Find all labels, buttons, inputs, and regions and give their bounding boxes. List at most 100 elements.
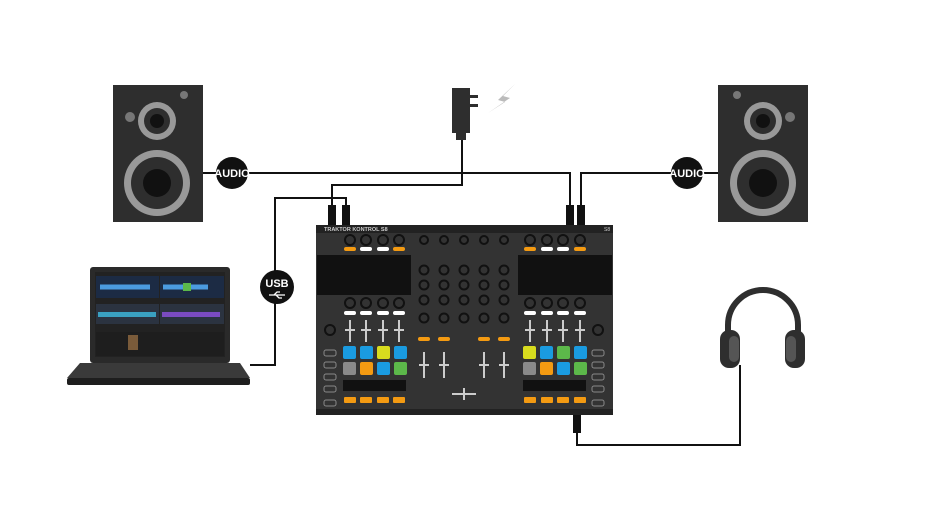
fader[interactable] (378, 320, 388, 342)
fader[interactable] (394, 320, 404, 342)
button[interactable] (377, 397, 389, 403)
mixer-knob[interactable] (478, 312, 490, 324)
pad[interactable] (343, 346, 356, 359)
knob[interactable] (557, 234, 569, 246)
button[interactable] (393, 311, 405, 315)
button[interactable] (541, 397, 553, 403)
pad[interactable] (574, 362, 587, 375)
button[interactable] (574, 397, 586, 403)
pad[interactable] (343, 362, 356, 375)
mixer-knob[interactable] (478, 279, 490, 291)
crossfader[interactable] (452, 388, 476, 400)
mixer-knob[interactable] (498, 264, 510, 276)
knob[interactable] (377, 234, 389, 246)
mixer-knob[interactable] (498, 294, 510, 306)
button[interactable] (393, 397, 405, 403)
pad[interactable] (574, 346, 587, 359)
fader[interactable] (361, 320, 371, 342)
pad[interactable] (523, 362, 536, 375)
mixer-knob[interactable] (458, 312, 470, 324)
button[interactable] (344, 397, 356, 403)
pad[interactable] (360, 346, 373, 359)
side-button[interactable] (591, 385, 605, 393)
knob[interactable] (574, 234, 586, 246)
knob[interactable] (439, 235, 449, 245)
mixer-knob[interactable] (438, 279, 450, 291)
knob[interactable] (574, 297, 586, 309)
button[interactable] (478, 337, 490, 341)
knob[interactable] (419, 235, 429, 245)
side-button[interactable] (323, 349, 337, 357)
button[interactable] (360, 311, 372, 315)
fader[interactable] (345, 320, 355, 342)
pad[interactable] (360, 362, 373, 375)
button[interactable] (541, 247, 553, 251)
mixer-knob[interactable] (478, 294, 490, 306)
button[interactable] (360, 247, 372, 251)
pad[interactable] (557, 362, 570, 375)
pad[interactable] (523, 346, 536, 359)
side-button[interactable] (591, 349, 605, 357)
mixer-knob[interactable] (418, 279, 430, 291)
button[interactable] (377, 311, 389, 315)
mixer-knob[interactable] (438, 294, 450, 306)
knob[interactable] (524, 297, 536, 309)
pad[interactable] (540, 346, 553, 359)
mixer-knob[interactable] (458, 294, 470, 306)
side-button[interactable] (591, 373, 605, 381)
mixer-knob[interactable] (418, 294, 430, 306)
side-button[interactable] (323, 385, 337, 393)
mixer-knob[interactable] (478, 264, 490, 276)
button[interactable] (557, 247, 569, 251)
fader[interactable] (558, 320, 568, 342)
button[interactable] (574, 247, 586, 251)
button[interactable] (498, 337, 510, 341)
mixer-knob[interactable] (498, 312, 510, 324)
knob[interactable] (541, 234, 553, 246)
pad[interactable] (540, 362, 553, 375)
knob[interactable] (499, 235, 509, 245)
button[interactable] (557, 397, 569, 403)
knob[interactable] (459, 235, 469, 245)
knob[interactable] (344, 297, 356, 309)
mixer-knob[interactable] (438, 264, 450, 276)
knob[interactable] (557, 297, 569, 309)
button[interactable] (377, 247, 389, 251)
side-button[interactable] (323, 361, 337, 369)
mixer-knob[interactable] (498, 279, 510, 291)
button[interactable] (393, 247, 405, 251)
pad[interactable] (377, 362, 390, 375)
button[interactable] (557, 311, 569, 315)
knob[interactable] (541, 297, 553, 309)
knob[interactable] (360, 297, 372, 309)
button[interactable] (524, 247, 536, 251)
channel-fader[interactable] (499, 352, 509, 378)
button[interactable] (574, 311, 586, 315)
pad[interactable] (557, 346, 570, 359)
side-button[interactable] (591, 361, 605, 369)
button[interactable] (524, 397, 536, 403)
channel-fader[interactable] (439, 352, 449, 378)
channel-fader[interactable] (419, 352, 429, 378)
knob[interactable] (344, 234, 356, 246)
pad[interactable] (377, 346, 390, 359)
button[interactable] (344, 311, 356, 315)
side-button[interactable] (591, 399, 605, 407)
button[interactable] (438, 337, 450, 341)
button[interactable] (360, 397, 372, 403)
button[interactable] (418, 337, 430, 341)
knob[interactable] (360, 234, 372, 246)
touch-strip[interactable] (523, 380, 586, 391)
button[interactable] (541, 311, 553, 315)
mixer-knob[interactable] (438, 312, 450, 324)
knob[interactable] (393, 234, 405, 246)
pad[interactable] (394, 362, 407, 375)
knob[interactable] (393, 297, 405, 309)
mixer-knob[interactable] (418, 264, 430, 276)
fader[interactable] (525, 320, 535, 342)
side-button[interactable] (323, 373, 337, 381)
channel-fader[interactable] (479, 352, 489, 378)
mixer-knob[interactable] (458, 264, 470, 276)
browse-knob[interactable] (592, 324, 604, 336)
knob[interactable] (479, 235, 489, 245)
